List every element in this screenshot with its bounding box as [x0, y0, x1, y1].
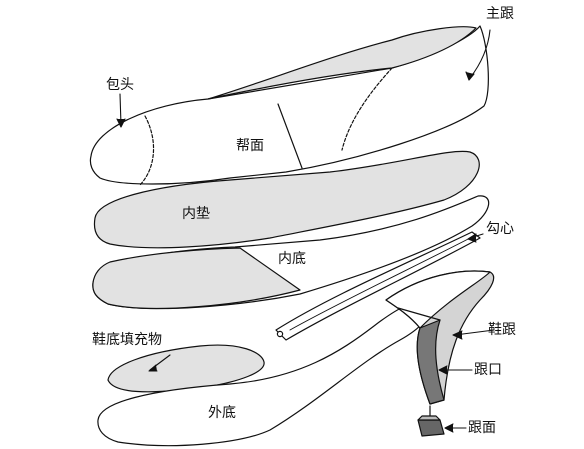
sock-lining-part	[93, 150, 480, 249]
shank-hole	[276, 330, 284, 338]
counter-line	[341, 67, 393, 151]
heel-seat-top	[385, 270, 491, 329]
label-heel: 鞋跟	[488, 322, 516, 338]
label-insole: 内底	[278, 251, 306, 267]
shank-groove	[289, 235, 475, 331]
insole-forepart-shade	[92, 247, 301, 309]
label-toe-cap: 包头	[106, 77, 134, 93]
label-sock-lining: 内垫	[182, 206, 210, 222]
label-filler: 鞋底填充物	[92, 332, 162, 348]
toe-cap-arrow	[116, 118, 126, 128]
top-lift-arrow	[444, 423, 454, 433]
insole-part	[92, 195, 490, 310]
heel-breast-arrow	[438, 365, 448, 375]
label-shank: 勾心	[486, 221, 514, 237]
topline-opening	[207, 26, 477, 100]
label-heel-breast: 跟口	[474, 362, 502, 378]
counter-arrow	[465, 71, 475, 81]
label-counter: 主跟	[486, 6, 514, 22]
label-upper: 帮面	[236, 138, 264, 154]
label-outsole: 外底	[208, 405, 236, 421]
heel-breast-face	[416, 319, 445, 405]
heel-seat-edge	[397, 307, 441, 321]
leader-lines	[116, 29, 495, 433]
vamp-seam	[277, 103, 303, 169]
shank-arrow	[467, 233, 477, 243]
upper-part	[89, 25, 489, 186]
heel-arrow	[452, 330, 463, 340]
toe-cap-line	[139, 115, 155, 186]
filler-part	[107, 344, 265, 393]
label-top-lift: 跟面	[468, 420, 496, 436]
shank-part	[275, 231, 481, 341]
top-lift-block	[417, 419, 445, 437]
filler-arrow	[148, 364, 158, 372]
top-lift-part	[417, 405, 445, 437]
upper-outline	[89, 25, 489, 185]
top-lift-top	[417, 415, 441, 421]
